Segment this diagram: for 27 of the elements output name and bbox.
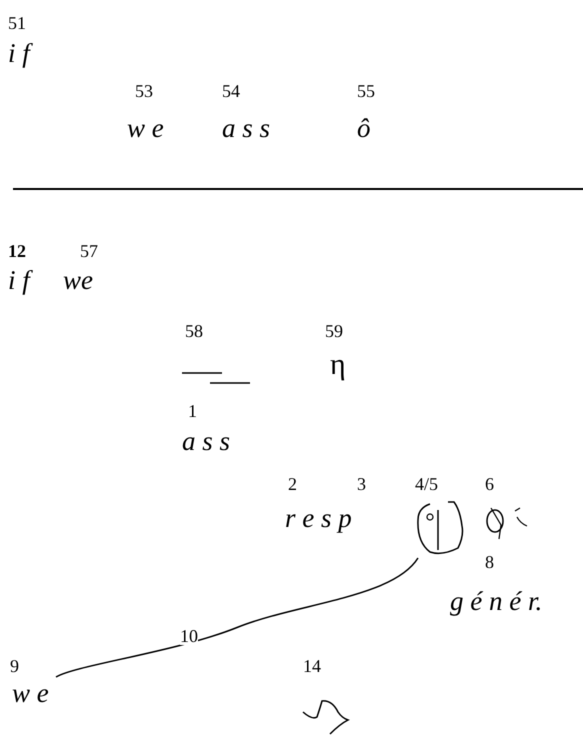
callout-number: 12 [8,242,26,260]
callout-number: 14 [303,657,321,675]
callout-number: 1 [188,402,197,420]
callout-number: 54 [222,82,240,100]
callout-number: 51 [8,14,26,32]
curved-line [56,558,419,678]
symbol-text: η [330,350,346,380]
callout-number: 8 [485,553,494,571]
word-text: w e [12,680,49,707]
callout-number: 9 [10,657,19,675]
callout-number: 59 [325,322,343,340]
callout-number: 53 [135,82,153,100]
callout-number: 55 [357,82,375,100]
word-text: a s s [222,115,270,142]
callout-number: 3 [357,475,366,493]
edge-label: 10 [180,627,198,645]
callout-number: 2 [288,475,297,493]
word-text: we [63,267,93,294]
word-text: g é n é r. [450,588,542,615]
callout-number: 4/5 [415,475,438,493]
word-text: a s s [182,428,230,455]
letter-text: ô [357,115,370,142]
callout-number: 57 [80,242,98,260]
callout-number: 58 [185,322,203,340]
word-text: r e s p [285,505,352,532]
word-text: w e [127,115,164,142]
callout-number: 6 [485,475,494,493]
